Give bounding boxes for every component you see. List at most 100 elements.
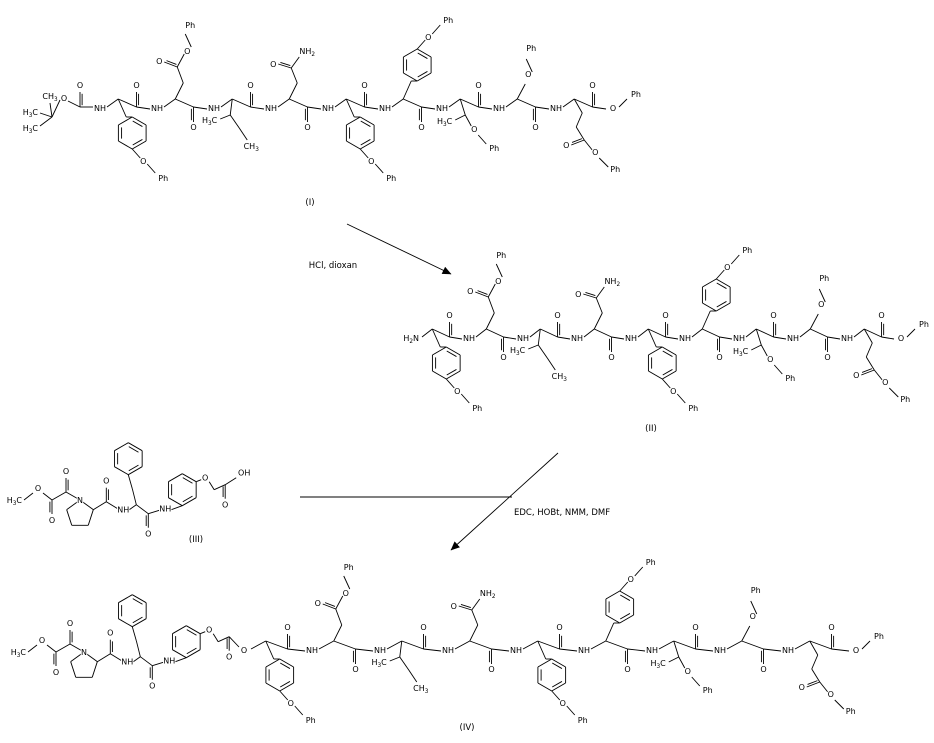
atom-label: O — [853, 646, 859, 655]
atom-label: H3C — [437, 117, 453, 128]
bond — [593, 312, 603, 330]
atom-label: Ph — [631, 90, 641, 99]
bond — [573, 98, 583, 114]
atom-label: NH — [121, 658, 133, 667]
atom-label: O — [425, 33, 431, 42]
bond — [831, 648, 850, 652]
atom-label: Ph — [610, 165, 620, 174]
atom-label: O — [592, 148, 598, 157]
compound-label-ii: (II) — [645, 424, 657, 434]
side-bond — [431, 328, 441, 348]
bond — [741, 640, 764, 650]
reagent-label-step2: EDC, HOBt, NMM, DMF — [514, 508, 610, 518]
ring-bond — [537, 658, 552, 668]
ring-bond — [79, 499, 94, 511]
ring-bond — [551, 658, 566, 668]
bond — [575, 112, 583, 128]
bond — [131, 626, 137, 641]
compound-label-iv: (IV) — [460, 723, 475, 733]
bond — [673, 640, 696, 650]
bond — [861, 640, 871, 650]
ring-inner-bond — [128, 446, 139, 453]
atom-label: NH — [550, 104, 562, 113]
bond — [595, 286, 605, 299]
atom-label: O — [471, 125, 477, 134]
bond — [598, 157, 609, 168]
ring-bond — [279, 682, 294, 692]
atom-label: O — [420, 623, 426, 632]
bond — [49, 102, 53, 118]
ring-inner-bond — [186, 647, 197, 655]
bond — [865, 342, 873, 358]
bond — [391, 98, 404, 108]
side-bond — [445, 378, 455, 389]
bond — [250, 640, 266, 650]
atom-label: O — [554, 311, 560, 320]
atom-label: O — [451, 602, 457, 611]
bond — [51, 491, 67, 501]
atom-label: H3C — [23, 108, 39, 119]
bond — [140, 656, 153, 667]
side-bond — [416, 39, 426, 50]
ring-inner-bond — [360, 120, 371, 127]
ring-bond — [360, 116, 375, 126]
side-bond — [537, 640, 547, 660]
atom-label: O — [63, 467, 69, 476]
bond — [171, 505, 183, 511]
atom-label: NH — [841, 334, 853, 343]
ring-bond — [716, 302, 731, 312]
double-bond — [280, 62, 291, 66]
atom-label: O — [563, 141, 569, 150]
bond — [212, 633, 219, 642]
bond-layer — [23, 24, 916, 716]
bond — [755, 328, 762, 346]
bond — [478, 106, 493, 110]
ring-bond — [168, 473, 183, 483]
bond — [69, 643, 85, 653]
bond — [637, 328, 649, 338]
side-bond — [676, 393, 686, 404]
ring-inner-bond — [280, 681, 291, 688]
bond — [55, 643, 71, 653]
bond — [65, 491, 81, 501]
atom-label: Ph — [489, 144, 499, 153]
ring-inner-bond — [128, 464, 139, 472]
atom-label: H3C — [733, 347, 749, 358]
atom-label: H3C — [510, 346, 526, 357]
bond — [220, 114, 231, 120]
bond — [174, 82, 184, 100]
bond — [39, 116, 53, 127]
bond — [184, 33, 192, 48]
bond — [537, 344, 548, 359]
bond — [288, 82, 298, 100]
atom-label: O — [610, 104, 616, 113]
label-layer: NHOOPhNHOOOPhNHOH3CCH3NHOONH2NHOOPhNHOOP… — [6, 15, 930, 734]
atom-label: O — [226, 653, 232, 662]
atom-label: N — [81, 648, 87, 657]
ring-bond — [91, 661, 98, 678]
atom-label: Ph — [742, 246, 752, 255]
side-bond — [359, 148, 369, 159]
amine-label: H2N — [403, 334, 419, 345]
double-bond — [278, 63, 292, 69]
atom-label: Ph — [874, 632, 884, 641]
atom-label: O — [560, 699, 566, 708]
bond — [648, 328, 666, 338]
atom-label: CH3 — [552, 372, 568, 383]
ring-bond — [432, 370, 447, 380]
bond — [175, 98, 194, 108]
bond — [464, 114, 472, 127]
ring-inner-bond — [620, 613, 631, 620]
bond — [756, 328, 774, 338]
atom-label: O — [107, 629, 113, 638]
ring-inner-bond — [620, 594, 631, 601]
atom-label: O — [140, 157, 146, 166]
double-bond — [571, 138, 583, 143]
atom-label: Ph — [496, 251, 506, 260]
bond — [537, 328, 541, 346]
bond — [449, 336, 463, 340]
double-bond — [458, 605, 472, 611]
ring-bond — [605, 614, 620, 624]
atom-label: H3C — [23, 124, 39, 135]
double-bond — [861, 368, 873, 373]
